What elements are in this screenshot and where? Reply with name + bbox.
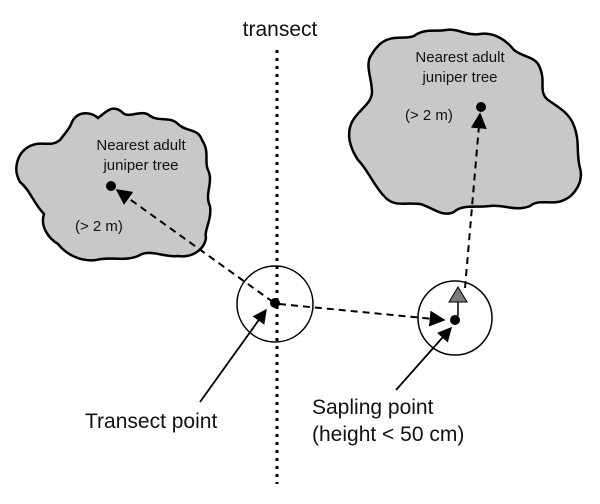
arrow-sapling-to-right-tree <box>464 112 487 289</box>
right-tree-height-label: (> 2 m) <box>405 107 453 124</box>
left-tree-label-line2: juniper tree <box>102 157 178 174</box>
right-tree-point <box>476 102 486 112</box>
left-tree-point <box>106 181 116 191</box>
left-tree-label-line1: Nearest adult <box>96 137 186 154</box>
left-tree-height-label: (> 2 m) <box>75 218 123 235</box>
arrow-transect-to-left-tree <box>115 189 274 303</box>
arrow-transect-to-sapling <box>278 303 446 327</box>
transect-point-dot <box>270 298 280 308</box>
transect-point-label: Transect point <box>85 410 217 433</box>
pointer-transect-point <box>199 308 267 403</box>
sapling-point-label-line2: (height < 50 cm) <box>312 423 464 446</box>
pointer-sapling-point <box>395 326 452 391</box>
right-tree-label-line2: juniper tree <box>421 69 497 86</box>
sapling-point-label-line1: Sapling point <box>312 396 434 419</box>
transect-label: transect <box>243 18 318 41</box>
sapling-point-dot <box>450 315 460 325</box>
right-tree-canopy <box>347 28 583 215</box>
right-tree-label-line1: Nearest adult <box>415 49 505 66</box>
